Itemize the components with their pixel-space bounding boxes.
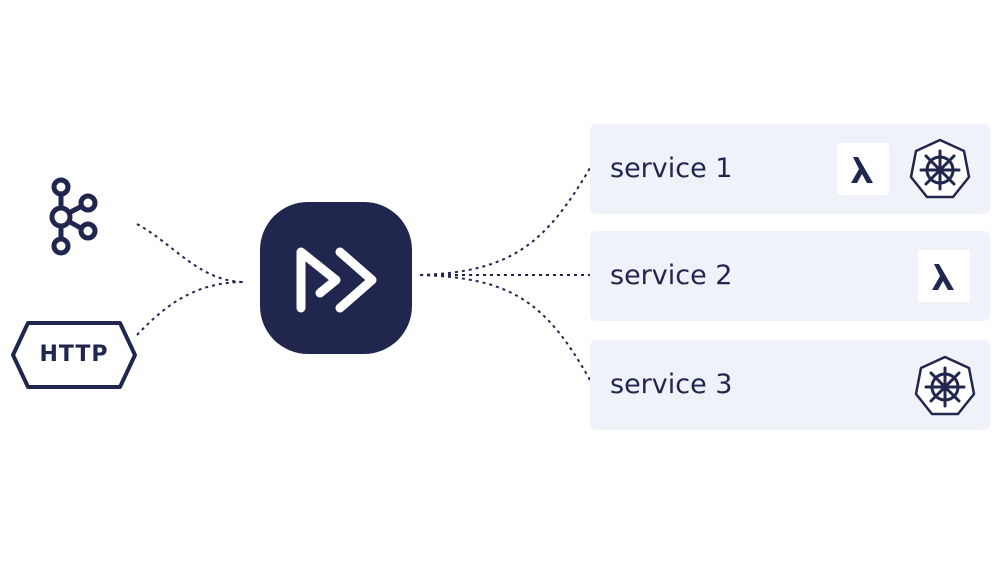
lambda-icon bbox=[851, 157, 873, 183]
service-card-1: service 1 bbox=[590, 124, 990, 214]
service-label: service 2 bbox=[610, 260, 733, 291]
connector-hub-to-service-3 bbox=[419, 274, 591, 381]
kubernetes-icon bbox=[909, 138, 971, 199]
http-source: HTTP bbox=[10, 320, 138, 390]
kafka-icon bbox=[49, 177, 98, 256]
hub-node bbox=[260, 202, 412, 354]
lambda-icon bbox=[932, 264, 954, 290]
connector-http-to-hub bbox=[136, 281, 246, 336]
lambda-badge bbox=[918, 250, 970, 302]
forward-arrows-icon bbox=[260, 202, 412, 354]
connector-hub-to-service-1 bbox=[419, 167, 591, 276]
lambda-badge bbox=[837, 143, 889, 195]
service-label: service 3 bbox=[610, 369, 733, 400]
http-badge-icon bbox=[11, 321, 137, 389]
service-card-2: service 2 bbox=[590, 231, 990, 321]
connector-kafka-to-hub bbox=[136, 223, 246, 283]
kubernetes-badge bbox=[908, 137, 972, 201]
http-label: HTTP bbox=[39, 342, 109, 367]
kafka-source bbox=[40, 176, 102, 260]
kubernetes-badge bbox=[913, 354, 977, 418]
service-label: service 1 bbox=[610, 153, 733, 184]
service-card-3: service 3 bbox=[590, 340, 990, 430]
kubernetes-icon bbox=[914, 355, 976, 416]
